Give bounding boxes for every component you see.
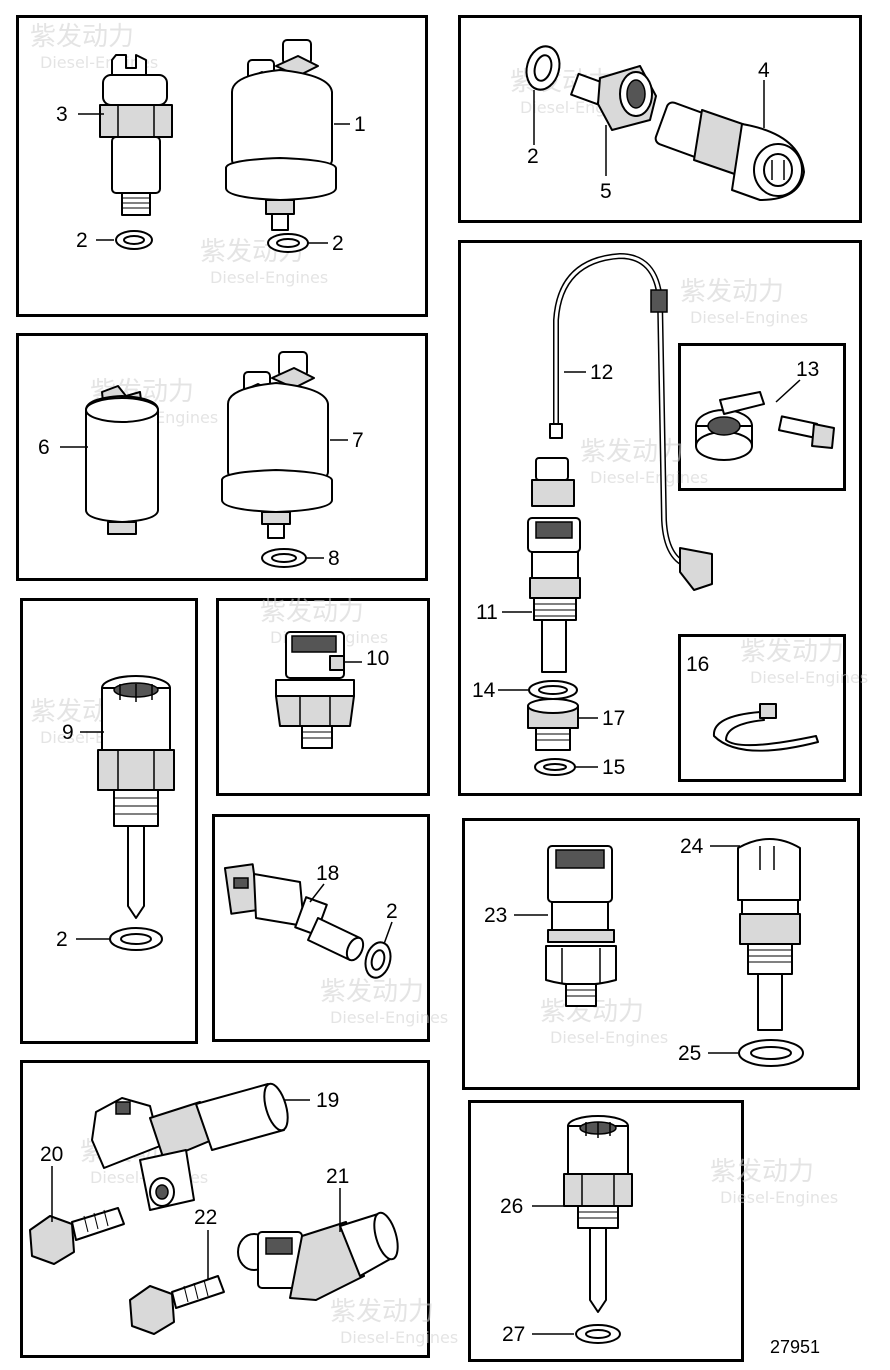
svg-text:Diesel-Engines: Diesel-Engines bbox=[750, 668, 868, 687]
part-12-cable-harness bbox=[549, 252, 713, 591]
callout-20: 20 bbox=[40, 1143, 63, 1166]
part-7-oil-sender bbox=[221, 351, 333, 539]
part-2-washer bbox=[525, 45, 561, 91]
callout-13: 13 bbox=[796, 358, 819, 381]
callout-leaders-panel-4 bbox=[498, 371, 801, 768]
part-9-temperature-sensor bbox=[97, 675, 175, 919]
part-17-adapter-nut bbox=[527, 698, 579, 751]
part-16-cable-tie bbox=[712, 703, 819, 752]
part-19-speed-sensor bbox=[91, 1082, 289, 1211]
panel-temp-sensor-9 bbox=[20, 598, 198, 1044]
callout-leaders-panel-7 bbox=[309, 883, 393, 945]
svg-text:紫发动力: 紫发动力 bbox=[740, 637, 844, 667]
svg-text:Diesel-Engines: Diesel-Engines bbox=[590, 468, 708, 487]
svg-text:Diesel-Engines: Diesel-Engines bbox=[210, 268, 328, 287]
part-4-pressure-sensor bbox=[654, 101, 805, 201]
part-5-adapter bbox=[570, 65, 657, 131]
part-8-washer bbox=[261, 548, 307, 568]
part-26-temperature-sensor bbox=[563, 1115, 633, 1313]
part-2-washer bbox=[115, 230, 153, 250]
callout-3: 3 bbox=[56, 103, 68, 126]
svg-text:Diesel-Engines: Diesel-Engines bbox=[340, 1328, 458, 1347]
callout-2: 2 bbox=[527, 145, 539, 168]
callout-6: 6 bbox=[38, 436, 50, 459]
part-11-temperature-sensor bbox=[527, 457, 581, 673]
callout-leaders-panel-3 bbox=[60, 439, 348, 559]
callout-5: 5 bbox=[600, 180, 612, 203]
callout-19: 19 bbox=[316, 1089, 339, 1112]
document-number: 27951 bbox=[770, 1337, 820, 1357]
part-6-sensor bbox=[85, 385, 159, 535]
part-22-bolt bbox=[129, 1275, 225, 1335]
callout-16: 16 bbox=[686, 653, 709, 676]
svg-text:Diesel-Engines: Diesel-Engines bbox=[330, 1008, 448, 1027]
part-3-pressure-switch bbox=[99, 54, 173, 216]
callout-23: 23 bbox=[484, 904, 507, 927]
callout-17: 17 bbox=[602, 707, 625, 730]
part-2-washer bbox=[109, 927, 163, 951]
part-25-seal-ring bbox=[738, 1039, 804, 1067]
part-13-clip-and-screw bbox=[695, 391, 835, 461]
svg-text:紫发动力: 紫发动力 bbox=[260, 597, 364, 627]
part-15-seal-ring bbox=[534, 758, 576, 776]
part-23-pressure-sensor bbox=[545, 845, 617, 1007]
svg-text:Diesel-Engines: Diesel-Engines bbox=[720, 1188, 838, 1207]
callout-2: 2 bbox=[76, 229, 88, 252]
callout-8: 8 bbox=[328, 547, 340, 570]
panel-oil-senders bbox=[16, 333, 428, 581]
callout-14: 14 bbox=[472, 679, 496, 702]
callout-12: 12 bbox=[590, 361, 613, 384]
callout-9: 9 bbox=[62, 721, 74, 744]
svg-text:紫发动力: 紫发动力 bbox=[330, 1297, 434, 1327]
callout-leaders-panel-2 bbox=[533, 80, 765, 176]
svg-text:紫发动力: 紫发动力 bbox=[30, 22, 134, 52]
part-1-oil-pressure-sender bbox=[225, 39, 337, 231]
callout-11: 11 bbox=[476, 601, 498, 624]
svg-text:紫发动力: 紫发动力 bbox=[320, 977, 424, 1007]
callout-2: 2 bbox=[56, 928, 68, 951]
callout-15: 15 bbox=[602, 756, 625, 779]
callout-leaders-panel-1 bbox=[78, 113, 350, 244]
callout-22: 22 bbox=[194, 1206, 217, 1229]
callout-24: 24 bbox=[680, 835, 704, 858]
callout-10: 10 bbox=[366, 647, 389, 670]
callout-2: 2 bbox=[332, 232, 344, 255]
callout-leaders-panel-9 bbox=[51, 1099, 341, 1280]
panel-pressure-senders bbox=[16, 15, 428, 317]
callout-leaders-panel-8 bbox=[514, 845, 740, 1054]
callout-27: 27 bbox=[502, 1323, 525, 1346]
callout-26: 26 bbox=[500, 1195, 523, 1218]
callout-leaders-panel-5 bbox=[76, 731, 110, 940]
callout-21: 21 bbox=[326, 1165, 349, 1188]
part-14-seal-ring bbox=[528, 680, 578, 700]
svg-text:Diesel-Engines: Diesel-Engines bbox=[690, 308, 808, 327]
part-10-sensor bbox=[275, 631, 355, 749]
callout-25: 25 bbox=[678, 1042, 701, 1065]
part-20-bolt bbox=[29, 1207, 125, 1265]
part-2-washer bbox=[267, 233, 309, 253]
callout-7: 7 bbox=[352, 429, 364, 452]
callout-18: 18 bbox=[316, 862, 339, 885]
svg-text:Diesel-Engines: Diesel-Engines bbox=[550, 1028, 668, 1047]
part-2-washer bbox=[364, 941, 392, 979]
callout-4: 4 bbox=[758, 59, 770, 82]
svg-text:紫发动力: 紫发动力 bbox=[680, 277, 784, 307]
callout-2: 2 bbox=[386, 900, 398, 923]
part-21-speed-sensor bbox=[237, 1211, 399, 1301]
svg-text:紫发动力: 紫发动力 bbox=[710, 1157, 814, 1187]
part-18-sensor bbox=[223, 863, 365, 962]
part-24-temperature-sensor bbox=[737, 838, 801, 1031]
callout-leaders-panel-10 bbox=[532, 1205, 574, 1335]
svg-text:紫发动力: 紫发动力 bbox=[580, 437, 684, 467]
part-27-seal-ring bbox=[575, 1324, 621, 1344]
callout-1: 1 bbox=[354, 113, 366, 136]
